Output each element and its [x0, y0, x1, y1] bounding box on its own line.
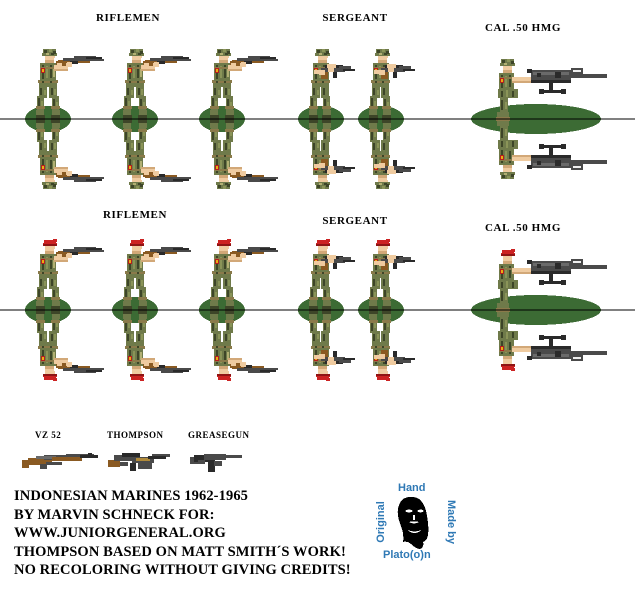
credits-block: INDONESIAN MARINES 1962-1965 BY MARVIN S… — [14, 487, 351, 580]
credit-line-title: INDONESIAN MARINES 1962-1965 — [14, 488, 249, 504]
row-helmet — [0, 49, 635, 189]
figure-rifleman[interactable] — [25, 239, 104, 381]
weapon-label-thompson: THOMPSON — [107, 430, 164, 440]
credit-line-recolor: NO RECOLORING WITHOUT GIVING CREDITS! — [14, 562, 351, 579]
credit-line-author: BY MARVIN SCHNECK FOR: — [14, 506, 215, 523]
header-sergeant-bottom: SERGEANT — [322, 215, 388, 227]
figure-rifleman[interactable] — [112, 239, 191, 381]
weapon-label-vz52: VZ 52 — [35, 430, 62, 440]
weapon-icon-vz52[interactable] — [22, 453, 98, 469]
figure-hmg[interactable] — [471, 59, 607, 179]
header-sergeant-top: SERGEANT — [322, 12, 388, 24]
row-beret — [0, 239, 635, 381]
header-hmg-bottom: CAL .50 HMG — [485, 222, 561, 234]
logo-text-platoon: Plato(o)n — [383, 549, 431, 561]
header-riflemen-top: RIFLEMEN — [95, 12, 161, 24]
weapon-label-greasegun: GREASEGUN — [188, 430, 250, 440]
figure-rifleman[interactable] — [199, 49, 278, 189]
header-riflemen-bottom: RIFLEMEN — [102, 209, 168, 221]
figure-sergeant[interactable] — [298, 239, 355, 381]
figure-rifleman[interactable] — [199, 239, 278, 381]
platoon-logo: Hand Made by Plato(o)n Original — [374, 482, 458, 565]
weapon-icon-thompson[interactable] — [108, 453, 170, 471]
logo-text-original: Original — [374, 501, 387, 543]
logo-text-hand: Hand — [398, 482, 426, 494]
figure-rifleman[interactable] — [25, 49, 104, 189]
figure-rifleman[interactable] — [112, 49, 191, 189]
figure-sergeant[interactable] — [298, 49, 355, 189]
figure-hmg[interactable] — [471, 249, 607, 371]
weapon-icon-greasegun[interactable] — [190, 454, 242, 472]
credit-line-website: WWW.JUNIORGENERAL.ORG — [14, 525, 226, 542]
logo-text-madeby: Made by — [445, 499, 458, 545]
figure-sergeant[interactable] — [358, 49, 415, 189]
figure-sergeant[interactable] — [358, 239, 415, 381]
weapon-icons — [22, 453, 242, 472]
header-hmg-top: CAL .50 HMG — [485, 22, 561, 34]
credit-line-thompson: THOMPSON BASED ON MATT SMITH´S WORK! — [14, 543, 346, 560]
